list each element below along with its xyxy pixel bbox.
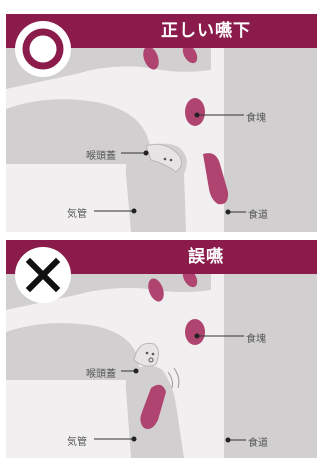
leader-epiglottis-dot <box>133 368 139 374</box>
surprise-marks <box>167 367 180 389</box>
bolus-in-trachea <box>140 384 166 429</box>
cross-mark-icon <box>15 247 71 303</box>
bolus-in-pharynx <box>185 319 205 345</box>
leader-esophagus-dot <box>225 437 231 443</box>
face-eye-left <box>145 351 149 355</box>
bolus-upper-right <box>182 44 198 64</box>
aspiration-panel: 誤嚥 食塊 喉頭蓋 気管 食道 <box>6 240 317 458</box>
correct-swallow-panel: 正しい嚥下 食塊 喉頭蓋 気管 食道 <box>6 14 317 232</box>
bolus-nasal <box>143 46 159 70</box>
bolus-label: 食塊 <box>246 334 266 345</box>
face-eye-right <box>169 158 173 162</box>
epiglottis-label: 喉頭蓋 <box>86 151 116 162</box>
epiglottis-flap <box>145 143 182 173</box>
esophagus-label: 食道 <box>248 438 268 449</box>
leader-trachea-dot <box>131 208 137 214</box>
leader-esophagus-dot <box>225 209 231 215</box>
panel-title: 正しい嚥下 <box>161 21 251 41</box>
bolus-label: 食塊 <box>246 113 266 124</box>
correct-swallow-illustration <box>6 44 317 232</box>
leader-bolus-dot <box>194 112 200 118</box>
face-eye-left <box>163 157 167 161</box>
tongue <box>6 323 139 380</box>
leader-epiglottis-dot <box>143 150 149 156</box>
epiglottis-label: 喉頭蓋 <box>86 369 116 380</box>
panel-title: 誤嚥 <box>188 247 224 267</box>
circle-mark-icon <box>15 21 71 77</box>
leader-trachea-dot <box>131 436 137 442</box>
bolus-in-pharynx <box>185 98 205 126</box>
pharynx-wall <box>224 274 317 458</box>
pharynx-wall <box>224 48 317 232</box>
aspiration-illustration <box>6 268 317 458</box>
trachea-label: 気管 <box>67 209 87 220</box>
trachea-label: 気管 <box>67 437 87 448</box>
tongue <box>6 99 150 164</box>
leader-bolus-dot <box>194 333 200 339</box>
face-mouth <box>148 357 154 363</box>
bolus-nasal <box>148 278 164 302</box>
face-eye-right <box>151 352 155 356</box>
epiglottis-flap <box>133 342 160 367</box>
esophagus-label: 食道 <box>248 210 268 221</box>
bolus-in-esophagus <box>203 153 229 205</box>
